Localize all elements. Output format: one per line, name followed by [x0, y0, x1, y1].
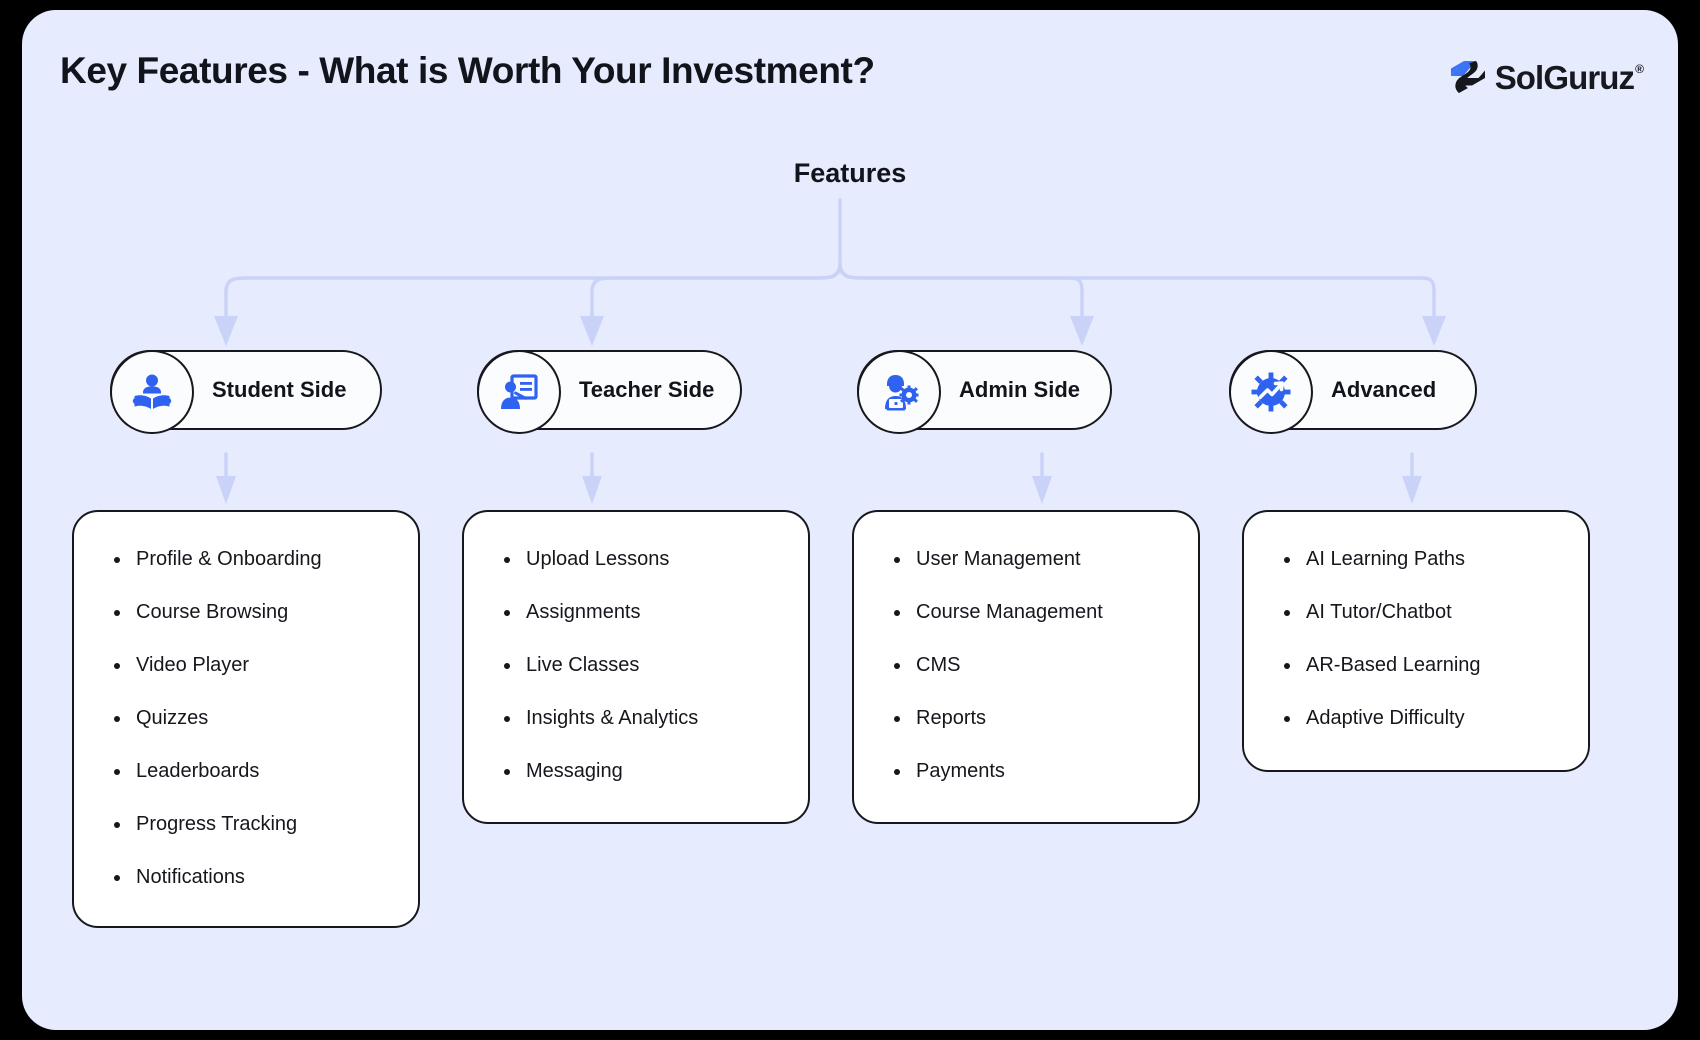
arrowhead-student: [214, 316, 238, 346]
list-item: Progress Tracking: [112, 813, 392, 836]
branch-label-teacher: Teacher Side: [579, 377, 715, 402]
list-item: Profile & Onboarding: [112, 548, 392, 571]
arrowhead-admin-list: [1032, 476, 1052, 504]
branch-icon-circle-teacher: [477, 350, 561, 434]
branch-pill-advanced[interactable]: Advanced: [1229, 350, 1477, 434]
feature-list-teacher: Upload Lessons Assignments Live Classes …: [502, 548, 782, 783]
feature-list-advanced: AI Learning Paths AI Tutor/Chatbot AR-Ba…: [1282, 548, 1562, 730]
branch-pill-teacher[interactable]: Teacher Side: [477, 350, 742, 434]
list-item: AI Tutor/Chatbot: [1282, 601, 1562, 624]
brand-logo: SolGuruz ®: [1445, 54, 1644, 100]
list-item: Live Classes: [502, 654, 782, 677]
leaf-box-admin: User Management Course Management CMS Re…: [852, 510, 1200, 824]
brand-wordmark-wrap: SolGuruz ®: [1495, 61, 1644, 94]
arrowhead-student-list: [216, 476, 236, 504]
brand-wordmark: SolGuruz: [1494, 58, 1635, 96]
connector-to-teacher: [590, 262, 842, 324]
feature-list-student: Profile & Onboarding Course Browsing Vid…: [112, 548, 392, 889]
list-item: CMS: [892, 654, 1172, 677]
list-item: Adaptive Difficulty: [1282, 707, 1562, 730]
header: Key Features - What is Worth Your Invest…: [22, 10, 1678, 130]
arrowhead-teacher: [580, 316, 604, 346]
list-item: Leaderboards: [112, 760, 392, 783]
arrowhead-teacher-list: [582, 476, 602, 504]
registered-mark: ®: [1635, 61, 1644, 76]
leaf-box-teacher: Upload Lessons Assignments Live Classes …: [462, 510, 810, 824]
diagram-card: Key Features - What is Worth Your Invest…: [22, 10, 1678, 1030]
root-node-features: Features: [793, 158, 907, 188]
feature-list-admin: User Management Course Management CMS Re…: [892, 548, 1172, 783]
list-item: Upload Lessons: [502, 548, 782, 571]
branch-pill-student[interactable]: Student Side: [110, 350, 382, 434]
connector-to-student: [224, 262, 842, 324]
list-item: Messaging: [502, 760, 782, 783]
arrowhead-admin: [1070, 316, 1094, 346]
list-item: Insights & Analytics: [502, 707, 782, 730]
list-item: Quizzes: [112, 707, 392, 730]
list-item: AI Learning Paths: [1282, 548, 1562, 571]
leaf-box-advanced: AI Learning Paths AI Tutor/Chatbot AR-Ba…: [1242, 510, 1590, 772]
list-item: Assignments: [502, 601, 782, 624]
teacher-presenting-icon: [501, 374, 538, 409]
branch-pill-admin[interactable]: Admin Side: [857, 350, 1112, 434]
branch-label-student: Student Side: [212, 377, 347, 402]
branch-icon-circle-admin: [857, 350, 941, 434]
list-item: Payments: [892, 760, 1172, 783]
branch-icon-circle-advanced: [1229, 350, 1313, 434]
page-title: Key Features - What is Worth Your Invest…: [60, 50, 875, 91]
arrowhead-advanced: [1422, 316, 1446, 346]
list-item: AR-Based Learning: [1282, 654, 1562, 677]
gear-trending-up-icon: [1251, 372, 1291, 412]
branch-label-advanced: Advanced: [1331, 377, 1437, 402]
arrowhead-advanced-list: [1402, 476, 1422, 504]
list-item: User Management: [892, 548, 1172, 571]
list-item: Course Browsing: [112, 601, 392, 624]
branch-icon-circle-student: [110, 350, 194, 434]
admin-laptop-gear-icon: [885, 375, 919, 411]
leaf-box-student: Profile & Onboarding Course Browsing Vid…: [72, 510, 420, 928]
solguruz-hex-s-logo-icon: [1450, 61, 1485, 93]
list-item: Video Player: [112, 654, 392, 677]
list-item: Reports: [892, 707, 1172, 730]
list-item: Course Management: [892, 601, 1172, 624]
student-reading-icon: [132, 374, 172, 409]
connector-to-advanced: [838, 262, 1436, 324]
connector-to-admin: [838, 262, 1084, 324]
branch-label-admin: Admin Side: [959, 377, 1081, 402]
list-item: Notifications: [112, 866, 392, 889]
